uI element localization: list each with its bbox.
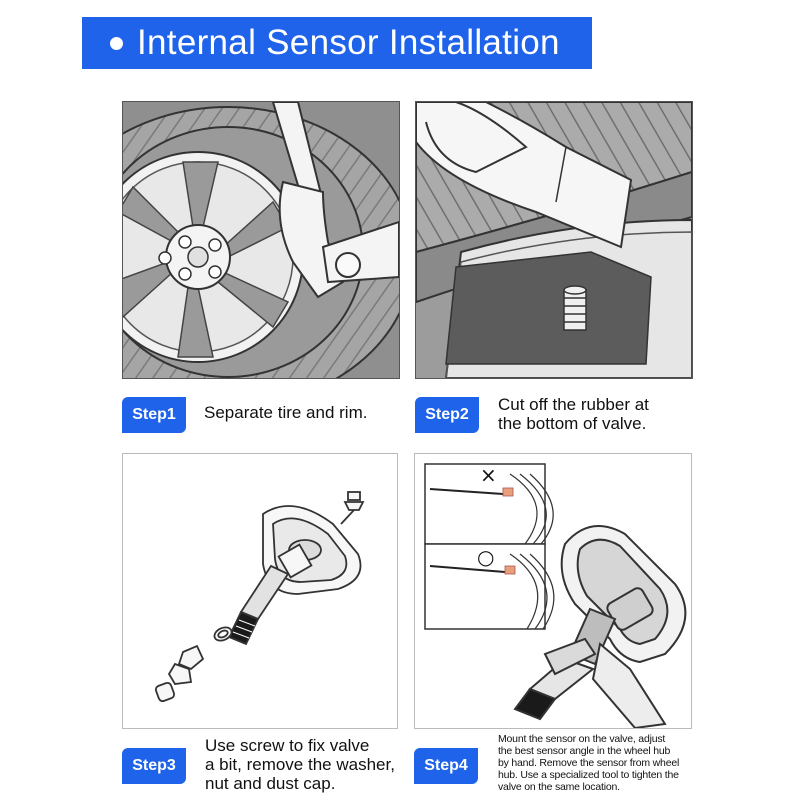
step2-badge: Step2 <box>415 397 479 433</box>
step3-illustration <box>122 453 398 729</box>
step2-line: Cut off the rubber at <box>498 395 649 414</box>
bullet-icon <box>110 36 123 50</box>
step3-line: Use screw to fix valve <box>205 736 370 755</box>
step1-line: Separate tire and rim. <box>204 403 368 422</box>
step1-description: Separate tire and rim. <box>204 403 367 423</box>
step3-line: a bit, remove the washer, <box>205 755 395 774</box>
step2-illustration <box>415 101 693 379</box>
step2-line: the bottom of valve. <box>498 414 647 433</box>
step3-badge: Step3 <box>122 748 186 784</box>
step4-line: Mount the sensor on the valve, adjust <box>498 733 666 745</box>
step1-illustration <box>122 101 400 379</box>
step4-description: Mount the sensor on the valve, adjust th… <box>498 733 698 793</box>
step3-description: Use screw to fix valve a bit, remove the… <box>205 736 415 793</box>
step4-line: hub. Use a specialized tool to tighten t… <box>498 769 679 781</box>
step4-line: the best sensor angle in the wheel hub <box>498 745 671 757</box>
step4-line: by hand. Remove the sensor from wheel <box>498 757 680 769</box>
wrong-mark: × <box>480 463 497 487</box>
step3-line: nut and dust cap. <box>205 774 336 793</box>
step1-badge: Step1 <box>122 397 186 433</box>
page-title: Internal Sensor Installation <box>137 23 560 62</box>
step4-illustration: × ○ <box>414 453 692 729</box>
step4-line: valve on the same location. <box>498 781 620 793</box>
step2-description: Cut off the rubber at the bottom of valv… <box>498 395 738 433</box>
title-banner: Internal Sensor Installation <box>82 17 592 69</box>
correct-mark: ○ <box>477 545 494 569</box>
step4-badge: Step4 <box>414 748 478 784</box>
